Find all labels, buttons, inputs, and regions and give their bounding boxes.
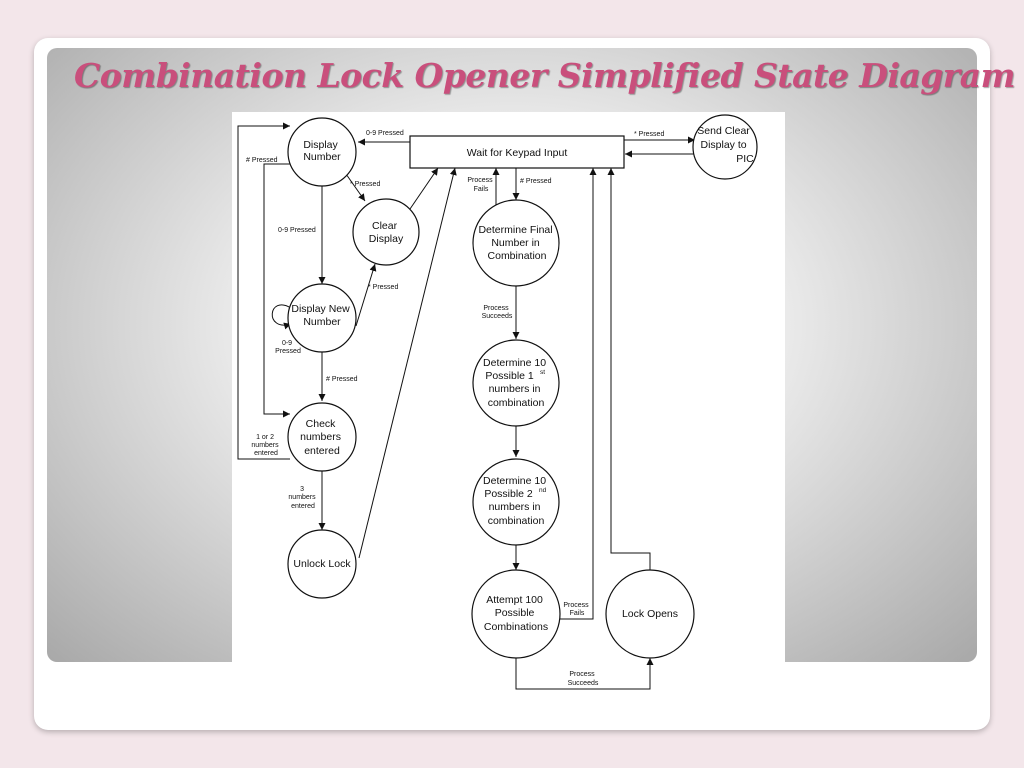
edge-lock-opens-to-wait bbox=[607, 168, 651, 570]
state-wait-keypad bbox=[409, 135, 625, 169]
state-attempt-100 bbox=[471, 569, 561, 659]
edge-label-hash-to-final: # Pressed bbox=[520, 178, 552, 185]
label-attempt-100: Attempt 100 Possible Combinations bbox=[484, 594, 548, 633]
label-lock-opens: Lock Opens bbox=[622, 608, 678, 620]
edge-label-process-fails-attempt: Process Fails bbox=[563, 602, 590, 617]
label-clear-display: Clear Display bbox=[369, 220, 404, 245]
edge-new-to-clear bbox=[355, 263, 377, 327]
state-clear-display bbox=[352, 198, 420, 266]
label-display-new-number: Display New Number bbox=[291, 303, 352, 328]
edge-label-process-succeeds-1: Process Succeeds bbox=[482, 305, 513, 320]
label-wait-keypad: Wait for Keypad Input bbox=[467, 147, 568, 159]
edge-label-self-loop: 0-9 Pressed bbox=[275, 340, 301, 355]
edge-display-number-to-clear bbox=[345, 173, 366, 202]
edge-label-hash-to-check: # Pressed bbox=[326, 376, 358, 383]
label-unlock-lock: Unlock Lock bbox=[293, 558, 351, 570]
state-diagram: Display Number Clear Display Display New… bbox=[232, 112, 785, 700]
state-display-number bbox=[287, 117, 357, 187]
state-send-clear bbox=[692, 114, 758, 180]
edge-label-star-to-send: * Pressed bbox=[634, 131, 664, 138]
state-determine-first bbox=[472, 339, 560, 427]
label-determine-first: Determine 10 Possible 1 numbers in combi… bbox=[483, 357, 549, 409]
edge-label-three-entered: 3 numbers entered bbox=[288, 486, 317, 510]
label-determine-second-superscript: nd bbox=[539, 487, 547, 494]
state-lock-opens bbox=[605, 569, 695, 659]
edge-clear-to-wait bbox=[409, 167, 439, 210]
edge-attempt-to-wait bbox=[555, 168, 597, 620]
edge-label-process-fails-top: Process Fails bbox=[467, 177, 494, 193]
edge-label-star-from-new: * Pressed bbox=[368, 284, 398, 291]
edge-unlock-to-wait bbox=[358, 167, 457, 559]
label-display-number: Display Number bbox=[303, 139, 341, 163]
state-check-numbers bbox=[287, 402, 357, 472]
edge-display-number-to-check bbox=[263, 163, 290, 418]
edge-new-self-loop bbox=[271, 304, 292, 330]
state-determine-second bbox=[472, 458, 560, 546]
edge-attempt-to-lock-opens bbox=[515, 658, 654, 690]
edge-label-one-or-two: 1 or 2 numbers entered bbox=[251, 434, 280, 457]
state-determine-final bbox=[472, 199, 560, 287]
label-check-numbers: Check numbers entered bbox=[300, 418, 344, 457]
slide-title: Combination Lock Opener Simplified State… bbox=[74, 56, 1016, 95]
edge-check-to-display-number bbox=[237, 122, 290, 460]
label-determine-second: Determine 10 Possible 2 numbers in combi… bbox=[483, 475, 549, 527]
edge-label-star-to-clear: * Pressed bbox=[350, 181, 380, 188]
label-determine-final: Determine Final Number in Combination bbox=[478, 224, 555, 262]
edge-label-digits-to-new: 0-9 Pressed bbox=[278, 227, 316, 234]
state-unlock-lock bbox=[287, 529, 357, 599]
label-send-clear: Send Clear Display to PIC bbox=[697, 125, 754, 165]
edge-label-digits-to-display: 0-9 Pressed bbox=[366, 130, 404, 137]
edge-label-hash-back: # Pressed bbox=[246, 157, 278, 164]
state-display-new-number bbox=[287, 283, 357, 353]
edge-label-process-succeeds-2: Process Succeeds bbox=[568, 671, 599, 687]
label-determine-first-superscript: st bbox=[540, 369, 545, 376]
